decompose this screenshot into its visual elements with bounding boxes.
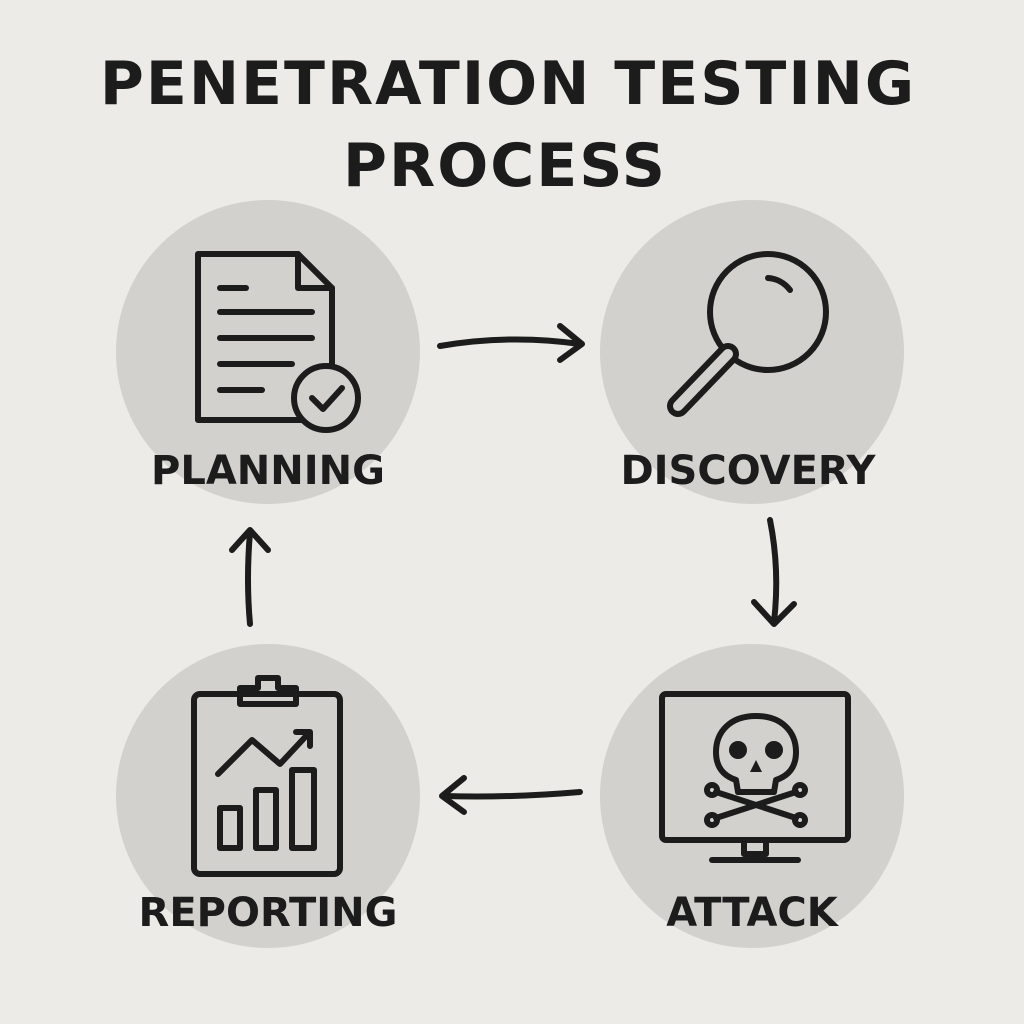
step-planning-label: PLANNING (151, 448, 385, 494)
magnifying-glass-icon (667, 251, 829, 417)
step-discovery-label: DISCOVERY (620, 448, 876, 494)
monitor-skull-icon (659, 691, 851, 863)
step-planning: PLANNING (116, 200, 420, 504)
step-discovery-circle (600, 200, 904, 504)
diagram-title-line-2: PROCESS (343, 131, 667, 201)
step-reporting-label: REPORTING (139, 890, 398, 936)
document-check-icon (195, 251, 361, 433)
arrow-attack-to-reporting (439, 775, 583, 815)
arrow-discovery-to-attack (751, 517, 797, 627)
arrow-planning-to-discovery (437, 323, 585, 363)
step-attack: ATTACK (600, 644, 904, 948)
step-discovery: DISCOVERY (600, 200, 904, 504)
step-attack-circle (600, 644, 904, 948)
clipboard-chart-icon (191, 675, 343, 877)
arrow-reporting-to-planning (229, 527, 271, 627)
step-reporting: REPORTING (116, 644, 420, 948)
step-attack-label: ATTACK (666, 890, 840, 936)
diagram-title-line-1: PENETRATION TESTING (100, 49, 916, 119)
